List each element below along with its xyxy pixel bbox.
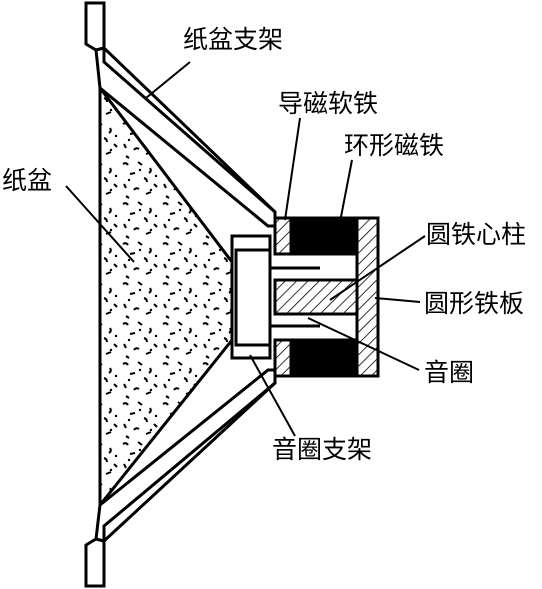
leader-cone-bracket: [145, 61, 191, 99]
leader-back-plate: [374, 297, 421, 303]
label-magnetic-yoke: 导磁软铁: [278, 89, 378, 118]
label-ring-magnet: 环形磁铁: [344, 131, 444, 160]
ring-magnet-bottom: [289, 338, 359, 378]
leader-voice-coil-bracket: [249, 354, 296, 437]
frame-bottom-flange: [84, 537, 106, 588]
label-cone-bracket: 纸盆支架: [183, 25, 283, 54]
label-back-plate: 圆形铁板: [424, 289, 524, 318]
leader-voice-coil: [307, 317, 420, 371]
leader-ring-magnet: [339, 159, 353, 223]
leader-cone: [65, 185, 135, 263]
leader-pole-piece: [329, 235, 426, 301]
pole-piece: [273, 278, 359, 316]
back-plate: [355, 216, 380, 378]
label-voice-coil-bracket: 音圈支架: [272, 435, 372, 464]
voice-coil-bracket: [230, 234, 272, 360]
leader-magnetic-yoke: [284, 117, 301, 221]
magnetic-yoke-top: [273, 216, 293, 256]
label-cone: 纸盆: [2, 166, 52, 195]
label-voice-coil: 音圈: [424, 358, 474, 387]
ring-magnet-top: [289, 216, 359, 256]
label-pole-piece: 圆铁心柱: [426, 220, 526, 249]
magnetic-yoke-bottom: [273, 338, 293, 378]
frame-top-flange: [84, 1, 106, 52]
